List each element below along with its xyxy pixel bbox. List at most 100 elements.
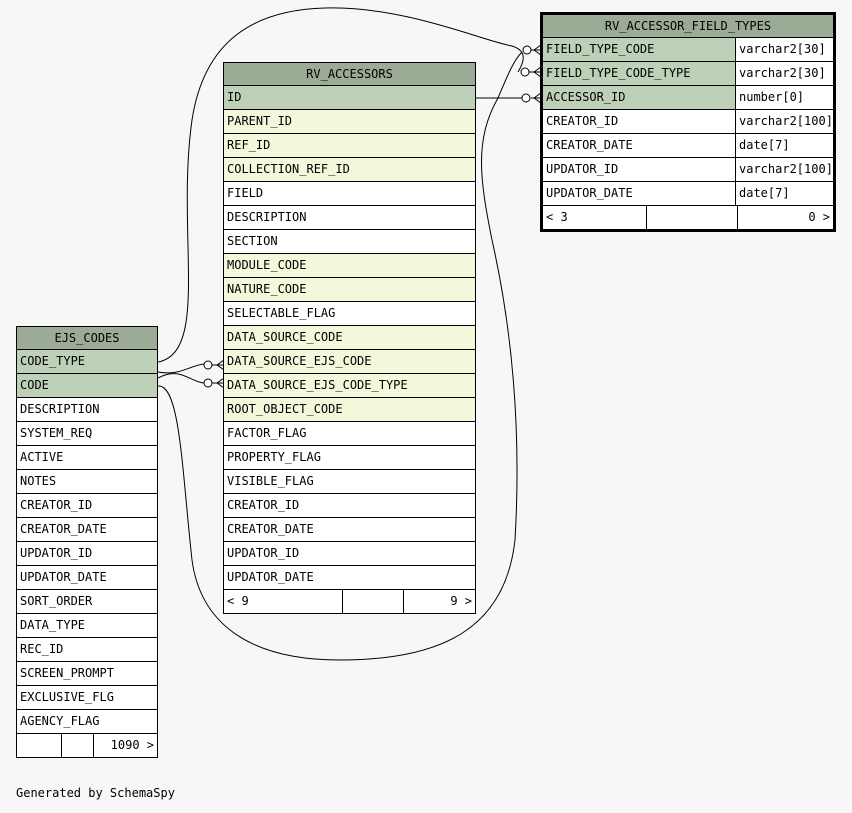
table-row[interactable]: UPDATOR_DATE [17,566,157,590]
table-row[interactable]: FACTOR_FLAG [224,422,475,446]
column-type: varchar2[100] [735,110,833,133]
table-title[interactable]: EJS_CODES [17,327,157,350]
column-type: date[7] [735,182,833,205]
table-row[interactable]: CREATOR_DATE [17,518,157,542]
table-title[interactable]: RV_ACCESSORS [224,63,475,86]
column-name: CREATOR_ID [546,114,619,128]
table-row[interactable]: SCREEN_PROMPT [17,662,157,686]
link-data-source-ejs-code-type-end-circle [203,378,213,388]
column-name: DATA_SOURCE_EJS_CODE [224,350,475,373]
table-row[interactable]: CREATOR_ID [17,494,157,518]
table-row[interactable]: CODE_TYPE [17,350,157,374]
table-row[interactable]: UPDATOR_ID [224,542,475,566]
column-name: DATA_SOURCE_CODE [224,326,475,349]
table-row[interactable]: ROOT_OBJECT_CODE [224,398,475,422]
children-count[interactable]: 9 > [403,590,475,613]
table-row[interactable]: FIELD [224,182,475,206]
parents-count [17,734,61,757]
table-row[interactable]: CREATOR_ID [224,494,475,518]
column-name: PARENT_ID [224,110,475,133]
table-row[interactable]: VISIBLE_FLAG [224,470,475,494]
column-name: CREATOR_ID [20,498,93,512]
table-row[interactable]: SORT_ORDER [17,590,157,614]
table-row[interactable]: DESCRIPTION [17,398,157,422]
column-name: CREATOR_ID [227,498,300,512]
table-title[interactable]: RV_ACCESSOR_FIELD_TYPES [543,15,833,38]
table-row[interactable]: REF_ID [224,134,475,158]
column-type: varchar2[30] [735,62,833,85]
column-type: number[0] [735,86,833,109]
table-row[interactable]: DATA_SOURCE_EJS_CODE_TYPE [224,374,475,398]
table-row[interactable]: MODULE_CODE [224,254,475,278]
table-row[interactable]: DATA_SOURCE_EJS_CODE [224,350,475,374]
column-name: UPDATOR_ID [227,546,300,560]
column-name: SYSTEM_REQ [20,426,93,440]
table-row[interactable]: UPDATOR_ID varchar2[100] [543,158,833,182]
column-name: UPDATOR_DATE [227,570,314,584]
children-count[interactable]: 1090 > [93,734,157,757]
table-row[interactable]: EXCLUSIVE_FLG [17,686,157,710]
table-row[interactable]: SELECTABLE_FLAG [224,302,475,326]
table-row[interactable]: AGENCY_FLAG [17,710,157,734]
column-name: CODE_TYPE [17,350,157,373]
column-name: SELECTABLE_FLAG [227,306,336,320]
column-name: VISIBLE_FLAG [227,474,314,488]
link-data-source-ejs-code-end-circle [203,360,213,370]
table-row[interactable]: CREATOR_DATE [224,518,475,542]
column-name: DESCRIPTION [20,402,100,416]
table-row[interactable]: NATURE_CODE [224,278,475,302]
link-field-type-code-type-end-circle [520,67,530,77]
link-data-source-ejs-code [157,363,205,374]
column-name: FACTOR_FLAG [227,426,307,440]
column-name: CREATOR_DATE [20,522,107,536]
table-row[interactable]: SYSTEM_REQ [17,422,157,446]
column-name: SORT_ORDER [20,594,93,608]
generated-by-label: Generated by SchemaSpy [16,786,175,800]
table-row[interactable]: DESCRIPTION [224,206,475,230]
column-name: SECTION [227,234,278,248]
link-accessor-id-end-circle [521,93,531,103]
column-name: COLLECTION_REF_ID [224,158,475,181]
table-row[interactable]: REC_ID [17,638,157,662]
table-row[interactable]: PROPERTY_FLAG [224,446,475,470]
column-name: EXCLUSIVE_FLG [20,690,114,704]
column-name: REC_ID [20,642,64,656]
table-row[interactable]: ACTIVE [17,446,157,470]
column-name: FIELD_TYPE_CODE [543,38,735,61]
table-row[interactable]: NOTES [17,470,157,494]
column-name: UPDATOR_ID [20,546,93,560]
rows-count [342,590,403,613]
column-name: NOTES [20,474,57,488]
table-row[interactable]: CREATOR_ID varchar2[100] [543,110,833,134]
table-footer: < 3 0 > [543,206,833,229]
parents-count[interactable]: < 3 [546,210,568,224]
column-name: ACTIVE [20,450,64,464]
parents-count[interactable]: < 9 [227,594,249,608]
table-row[interactable]: DATA_TYPE [17,614,157,638]
column-type: date[7] [735,134,833,157]
column-name: UPDATOR_ID [546,162,619,176]
table-row[interactable]: COLLECTION_REF_ID [224,158,475,182]
children-count[interactable]: 0 > [737,206,833,229]
column-name: DATA_TYPE [20,618,86,632]
column-name: NATURE_CODE [224,278,475,301]
column-type: varchar2[100] [735,158,833,181]
table-row[interactable]: UPDATOR_DATE [224,566,475,590]
table-row[interactable]: UPDATOR_ID [17,542,157,566]
table-row[interactable]: CODE [17,374,157,398]
table-row[interactable]: SECTION [224,230,475,254]
table-row[interactable]: DATA_SOURCE_CODE [224,326,475,350]
table-row[interactable]: ID [224,86,475,110]
table-row[interactable]: PARENT_ID [224,110,475,134]
column-name: MODULE_CODE [224,254,475,277]
